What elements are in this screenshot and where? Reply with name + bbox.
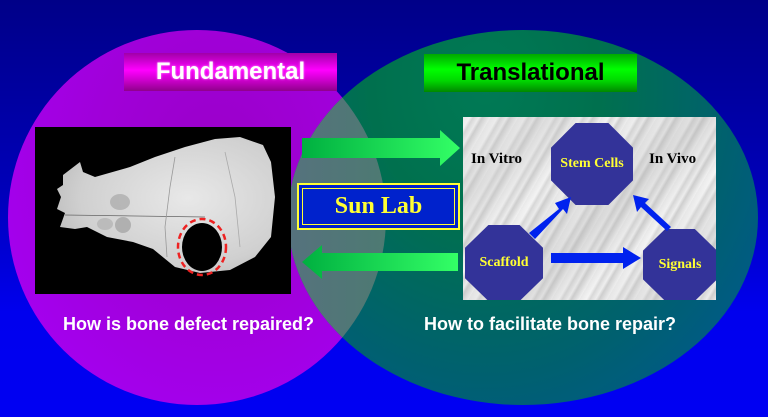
arrow-scaffold-to-signals-icon [551, 247, 641, 269]
fundamental-heading-text: Fundamental [155, 58, 306, 85]
defect-marker-circle [176, 217, 228, 277]
fundamental-question: How is bone defect repaired? [63, 314, 315, 334]
bone-defect [182, 223, 222, 271]
diagram-arrows [529, 195, 671, 269]
sun-lab-label: Sun Lab [334, 193, 423, 219]
arrow-scaffold-to-stemcells-icon [529, 197, 571, 239]
translational-heading: Translational [424, 54, 637, 92]
translational-question: How to facilitate bone repair? [424, 314, 677, 334]
arrow-signals-to-stemcells-icon [633, 195, 671, 231]
translational-heading-text: Translational [456, 59, 605, 86]
skull-ct-image [35, 127, 291, 294]
stem-cell-triad-diagram: In Vitro In Vivo Stem Cells Scaffold Sig… [463, 117, 716, 300]
scaffold-node: Scaffold [465, 225, 543, 300]
skull-icon [57, 137, 275, 277]
arrow-left-icon [302, 245, 458, 279]
stem-cells-node: Stem Cells [551, 123, 633, 205]
in-vivo-label: In Vivo [649, 151, 697, 167]
arrow-right-icon [302, 130, 460, 166]
signals-node: Signals [643, 229, 716, 300]
fundamental-heading: Fundamental [124, 53, 337, 91]
sun-lab-badge: Sun Lab [297, 183, 460, 230]
in-vitro-label: In Vitro [471, 151, 522, 167]
